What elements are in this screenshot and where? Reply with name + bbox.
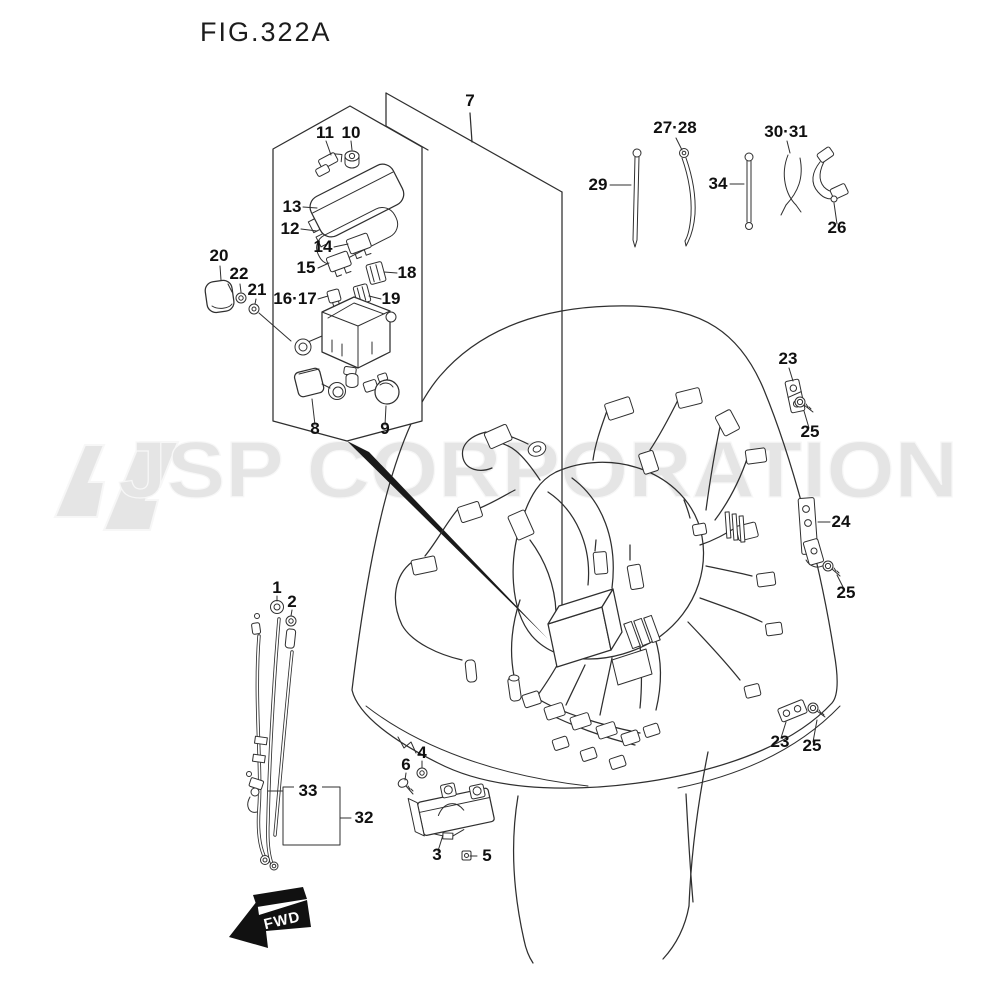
callout-11: 11 [316, 123, 334, 142]
battery-cables [246, 600, 341, 871]
callout-30-31: 30·31 [764, 122, 807, 141]
zoom-pointer-wedge [347, 441, 548, 639]
callout-12: 12 [281, 219, 300, 238]
callout-19: 19 [382, 289, 401, 308]
part-20-boot [204, 279, 235, 314]
part-14-relay [345, 232, 372, 260]
callout-29: 29 [589, 175, 608, 194]
fwd-label: FWD [262, 908, 302, 933]
callout-3: 3 [432, 845, 441, 864]
part-16-17-fuse [326, 288, 342, 307]
leader-lines [219, 137, 845, 857]
watermark-text: JSP CORPORATION [118, 425, 958, 514]
callout-9: 9 [380, 419, 389, 438]
callout-23-upper: 23 [779, 349, 798, 368]
callout-7: 7 [465, 91, 474, 110]
wire-harness [394, 387, 783, 770]
part-11-clip [315, 152, 343, 177]
part-27-28-tie [679, 148, 696, 247]
callout-26: 26 [828, 218, 847, 237]
watermark: JSP CORPORATION [53, 424, 959, 531]
part-15-relay [325, 250, 352, 278]
part-29-tie [632, 148, 642, 248]
part-13-cover [307, 163, 405, 248]
part-26-clamp [812, 146, 849, 203]
part-23-lower-bracket [777, 699, 808, 723]
part-3-bracket [407, 782, 495, 840]
part-24-bracket [797, 497, 825, 568]
part-25-mid-bolt [822, 560, 841, 577]
callout-6: 6 [401, 755, 410, 774]
part-34-strap [744, 152, 754, 230]
callout-34: 34 [709, 174, 728, 193]
callout-1: 1 [272, 578, 281, 597]
fwd-arrow: FWD [229, 887, 311, 948]
part-8-cap [293, 367, 346, 400]
part-10-nut [344, 150, 360, 169]
callout-13: 13 [283, 197, 302, 216]
callout-22: 22 [230, 264, 249, 283]
callout-27-28: 27·28 [653, 118, 696, 137]
callout-16-17: 16·17 [273, 289, 316, 308]
callout-25-upper: 25 [801, 422, 820, 441]
part-5-nut [461, 850, 472, 861]
watermark-logo-shape2 [102, 441, 180, 531]
callout-18: 18 [398, 263, 417, 282]
part-18-relay [365, 261, 387, 285]
callout-25-mid: 25 [837, 583, 856, 602]
part-30-31-clip [780, 154, 802, 216]
part-4-washer [416, 767, 428, 779]
part-25-lower-bolt [807, 702, 826, 718]
callout-23-lower: 23 [771, 732, 790, 751]
watermark-logo-shape1 [53, 444, 106, 518]
callout-10: 10 [342, 123, 361, 142]
callout-5: 5 [482, 846, 491, 865]
part-22-nut [235, 292, 247, 304]
callout-21: 21 [248, 280, 267, 299]
part-6-bolt [397, 778, 414, 795]
part-21-washer [248, 303, 260, 315]
part-23-upper-bracket [784, 378, 806, 414]
callout-32: 32 [355, 808, 374, 827]
figure-title: FIG.322A [200, 17, 332, 47]
callout-2: 2 [287, 592, 296, 611]
callout-labels: 7 11 10 13 12 14 15 18 19 16·17 20 22 21… [210, 91, 856, 865]
part-fusebox-body [294, 296, 397, 388]
part-9-sensor [362, 372, 400, 405]
callout-14: 14 [314, 237, 333, 256]
callout-15: 15 [297, 258, 316, 277]
callout-8: 8 [310, 419, 319, 438]
callout-4: 4 [417, 743, 427, 762]
part-25-upper-bolt [794, 396, 814, 413]
callout-25-lower: 25 [803, 736, 822, 755]
callout-20: 20 [210, 246, 229, 265]
callout-24: 24 [832, 512, 851, 531]
callout-33: 33 [299, 781, 318, 800]
